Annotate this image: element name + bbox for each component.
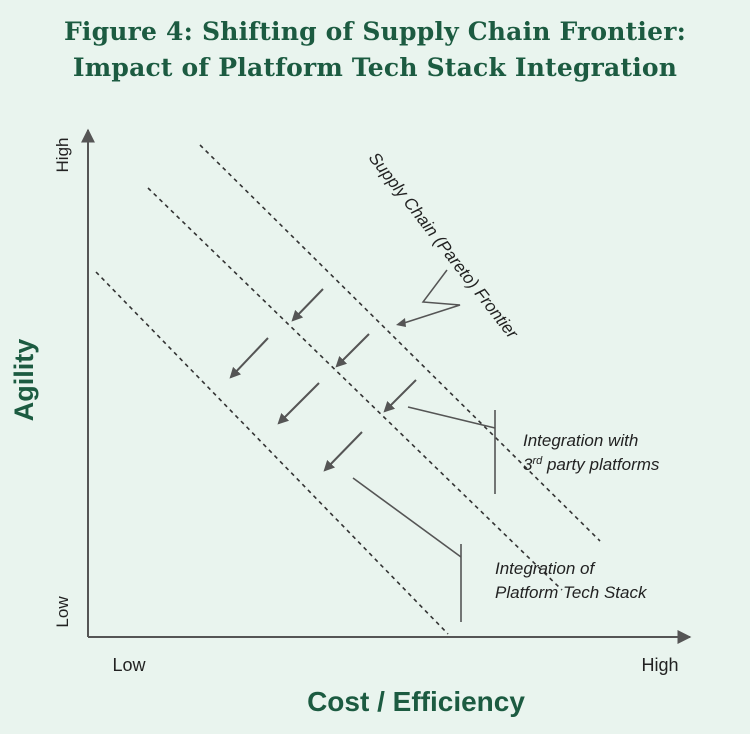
x-axis-high-label: High — [641, 655, 678, 675]
frontier-pointer-head — [396, 318, 406, 327]
frontier-line-third-party — [147, 187, 563, 591]
figure-title: Figure 4: Shifting of Supply Chain Front… — [0, 14, 750, 86]
title-line-2: Impact of Platform Tech Stack Integratio… — [72, 53, 678, 82]
y-axis-title: Agility — [9, 339, 39, 422]
shift-arrow — [383, 379, 417, 413]
x-axis-low-label: Low — [112, 655, 146, 675]
x-axis-title: Cost / Efficiency — [307, 686, 525, 717]
callout-leader-tech-stack — [352, 477, 462, 558]
shift-arrow — [229, 337, 269, 379]
y-axis-low-label: Low — [53, 596, 72, 628]
shift-arrow — [277, 382, 320, 425]
title-line-1: Figure 4: Shifting of Supply Chain Front… — [63, 17, 687, 46]
frontier-pointer — [403, 269, 461, 324]
shift-arrow — [291, 288, 324, 322]
callout-third-party-line1: Integration with — [523, 431, 638, 450]
shift-arrow — [323, 431, 363, 472]
callout-leader-third-party — [407, 406, 496, 429]
frontier-label: Supply Chain (Pareto) Frontier — [365, 149, 523, 343]
shift-arrow — [335, 333, 370, 368]
frontier-line-original — [199, 144, 601, 542]
callout-tech-stack-line1: Integration of — [495, 559, 597, 578]
callout-third-party-line2: 3rd party platforms — [523, 455, 660, 474]
y-axis-high-label: High — [53, 138, 72, 173]
callout-tech-stack-line2: Platform Tech Stack — [495, 583, 648, 602]
frontier-line-tech-stack — [95, 271, 449, 635]
